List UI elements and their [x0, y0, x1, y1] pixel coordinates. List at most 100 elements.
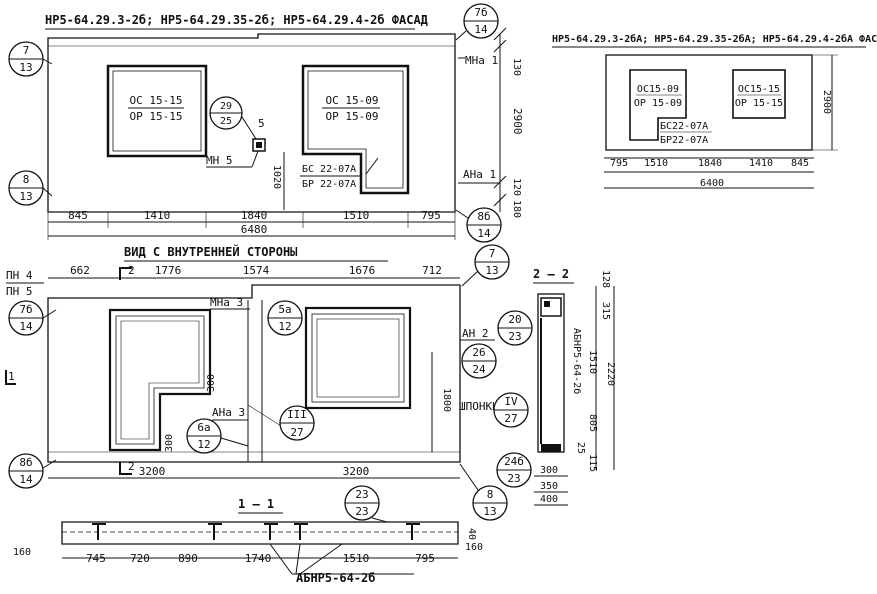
section-2-callout-20-top: 20 — [508, 313, 521, 326]
facade-small-window-left — [629, 69, 687, 141]
facade-dim-845: 845 — [68, 209, 88, 222]
section-1-left-dim: 160 — [13, 547, 31, 558]
facade-dim-1510: 1510 — [343, 209, 370, 222]
inner-callout-6a-top: 6а — [197, 421, 210, 434]
callout-7b-14-top: 7б — [474, 6, 487, 19]
facade-window-left — [106, 64, 208, 158]
facade-small-w1-bottom: ОР 15-09 — [634, 98, 682, 109]
section-2-dim-25: 25 — [575, 442, 586, 454]
facade-dim-1410: 1410 — [144, 209, 171, 222]
inner-callout-7-bottom: 13 — [485, 264, 498, 277]
inner-pn5: ПН 5 — [6, 285, 33, 298]
inner-callout-26-bottom: 24 — [472, 363, 486, 376]
callout-29-25-bottom: 25 — [220, 116, 232, 127]
section-1-dim-720: 720 — [130, 552, 150, 565]
section-1-dim-890: 890 — [178, 552, 198, 565]
inner-callout-8b-bottom: 14 — [19, 473, 33, 486]
inner-callout-8-bottom: 13 — [483, 505, 496, 518]
facade-window-left-bottom: ОР 15-15 — [130, 110, 183, 123]
facade-window-right-top: ОС 15-09 — [326, 94, 379, 107]
section-1-callout-bottom: 23 — [355, 505, 368, 518]
inner-callout-26-top: 26 — [472, 346, 485, 359]
inner-window-right — [304, 306, 412, 410]
facade-small-dim-845: 845 — [791, 158, 809, 169]
inner-callout-7-top: 7 — [489, 247, 496, 260]
inner-dim-1676: 1676 — [349, 264, 376, 277]
inner-view: ВИД С ВНУТРЕННЕЙ СТОРОНЫ 662 1776 1574 1… — [5, 244, 529, 521]
callout-8b-14-top: 8б — [477, 210, 490, 223]
facade-small-height: 2900 — [821, 90, 832, 114]
facade-dim-130: 130 — [511, 58, 522, 76]
section-2-dim-400: 400 — [540, 494, 558, 505]
section-1-dim-745: 745 — [86, 552, 106, 565]
facade-small-total: 6400 — [700, 178, 724, 189]
facade-dim-1840: 1840 — [241, 209, 268, 222]
inner-dim-300b: 300 — [164, 434, 175, 452]
inner-callout-4-bottom: 27 — [504, 412, 517, 425]
section-1-right-dim-160: 160 — [465, 542, 483, 553]
facade-small-dim-1510: 1510 — [644, 158, 668, 169]
inner-callout-4-top: IV — [504, 395, 518, 408]
facade-dim-1020: 1020 — [271, 165, 282, 189]
facade-window-left-top: ОС 15-15 — [130, 94, 183, 107]
callout-7b-14-bottom: 14 — [474, 23, 488, 36]
facade-small-door-top: БС22-07А — [660, 121, 708, 132]
facade-small-dim-1410: 1410 — [749, 158, 773, 169]
facade-small-panel — [605, 54, 813, 151]
section-2-dim-350: 350 — [540, 481, 558, 492]
inner-panel — [47, 284, 461, 463]
section-1-1: 1 — 1 23 23 160 40 160 745 720 890 1740 … — [13, 485, 483, 585]
section-1-right-dim-40: 40 — [466, 528, 477, 540]
inner-an2: АН 2 — [462, 327, 489, 340]
inner-window-left — [108, 308, 212, 452]
facade-mn5: МН 5 — [206, 154, 233, 167]
facade-small-w2-bottom: ОР 15-15 — [735, 98, 783, 109]
inner-pn4: ПН 4 — [6, 269, 33, 282]
inner-dim-712: 712 — [422, 264, 442, 277]
inner-mark-2-top: 2 — [128, 264, 135, 277]
facade-door-bottom: БР 22-07А — [302, 179, 356, 190]
facade-dim-120: 120 — [511, 178, 522, 196]
section-1-profile — [61, 521, 459, 545]
section-2-callout-24b-top: 24б — [504, 455, 524, 468]
inner-callout-7b-top: 7б — [19, 303, 32, 316]
inner-callout-8b-top: 8б — [19, 456, 32, 469]
section-2-dim-300: 300 — [540, 465, 558, 476]
facade-title: НР5-64.29.3-2б; НР5-64.29.35-2б; НР5-64.… — [45, 13, 428, 27]
section-2-dim-315: 315 — [600, 302, 611, 320]
inner-dim-1574: 1574 — [243, 264, 270, 277]
inner-title: ВИД С ВНУТРЕННЕЙ СТОРОНЫ — [124, 244, 297, 259]
facade-small-door-bottom: БР22-07А — [660, 135, 708, 146]
callout-7-13-top: 7 — [23, 44, 30, 57]
inner-shponki: ШПОНКИ — [459, 400, 499, 413]
facade-window-right — [301, 64, 410, 195]
inner-dim-3200b: 3200 — [343, 465, 370, 478]
inner-mark-1: 1 — [8, 370, 15, 383]
facade-small-dim-1840: 1840 — [698, 158, 722, 169]
facade-label-5: 5 — [258, 117, 265, 130]
section-2-title: 2 — 2 — [533, 267, 569, 281]
facade-dim-2900: 2900 — [511, 108, 524, 135]
inner-callout-3-top: III — [287, 408, 307, 421]
inner-dim-1776: 1776 — [155, 264, 182, 277]
facade-small-title: НР5-64.29.3-2бА; НР5-64.29.35-2бА; НР5-6… — [552, 33, 877, 45]
callout-8-13-bottom: 13 — [19, 190, 32, 203]
section-2-vertical-label: АБНР5-64-2б — [571, 328, 583, 394]
inner-callout-5a-top: 5а — [278, 303, 291, 316]
inner-callout-6a-bottom: 12 — [197, 438, 210, 451]
section-2-dim-1510: 1510 — [587, 350, 598, 374]
callout-8-13-top: 8 — [23, 173, 30, 186]
facade-total: 6480 — [241, 223, 268, 236]
inner-callout-5a-bottom: 12 — [278, 320, 291, 333]
inner-callout-7b-bottom: 14 — [19, 320, 33, 333]
section-2-callout-24b-bottom: 23 — [507, 472, 520, 485]
section-1-mark: АБНР5-64-2б — [296, 571, 375, 585]
section-2-2: 2 — 2 АБНР5-64-2б 20 23 24б 23 128 315 1… — [496, 267, 616, 506]
callout-29-25-top: 29 — [220, 101, 232, 112]
section-2-callout-20-bottom: 23 — [508, 330, 521, 343]
facade-view: НР5-64.29.3-2б; НР5-64.29.35-2б; НР5-64.… — [8, 3, 524, 243]
callout-8b-14-bottom: 14 — [477, 227, 491, 240]
inner-height-window: 1800 — [441, 388, 452, 412]
section-1-dim-795: 795 — [415, 552, 435, 565]
